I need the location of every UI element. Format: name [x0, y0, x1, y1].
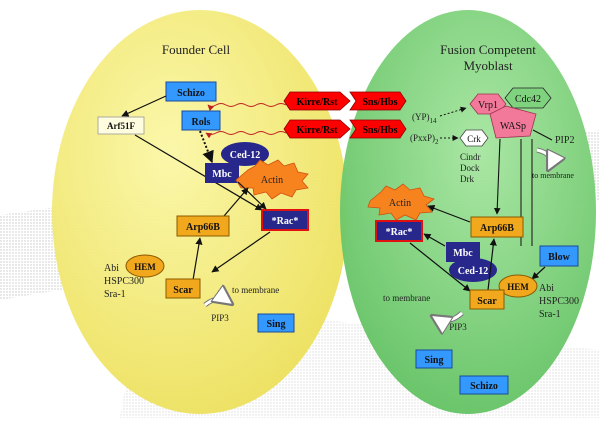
fcm-rac-label: *Rac*: [386, 227, 413, 238]
founder-schizo-label: Schizo: [177, 88, 205, 99]
founder-hem-label: HEM: [134, 262, 156, 272]
vrp1-hexagon: [469, 93, 507, 115]
kirre-rst-bottom-arrow: [283, 119, 351, 139]
fcm-arp66b-box: [470, 216, 524, 238]
fcm-title-line1: Fusion Competent: [440, 42, 536, 57]
fcm-ced12-label: Ced-12: [458, 266, 489, 277]
dock-label: Dock: [460, 163, 480, 173]
founder-schizo-box: [165, 81, 217, 102]
cindr-label: Cindr: [460, 152, 481, 162]
fcm-membrane-curve-arrow-bottom-inner: [432, 311, 464, 320]
arrow-scar-arp-founder: [191, 237, 203, 287]
fusion-competent-myoblast: [340, 10, 596, 414]
arrow-scar-arp-fcm: [487, 238, 497, 291]
founder-ced12-oval: [221, 142, 269, 166]
arrow-arp-actin-founder: [223, 187, 249, 217]
fcm-ced12-oval: [449, 258, 497, 282]
fcm-arp66b-label: Arp66B: [480, 223, 514, 234]
wave-line-top: [207, 103, 287, 111]
crk-hexagon: [459, 129, 489, 147]
drk-label: Drk: [460, 174, 474, 184]
arrow-rols-mbc: [199, 130, 214, 164]
fcm-pip2-label: PIP2: [555, 135, 574, 146]
founder-mbc-box: [205, 163, 239, 183]
founder-hspc300-label: HSPC300: [104, 276, 144, 287]
arrow-rac-scar-founder: [211, 231, 271, 273]
founder-cell-title: Founder Cell: [162, 42, 231, 57]
founder-membrane-curve-arrow-inner: [204, 299, 232, 305]
kirre-rst-top-arrow: [283, 91, 351, 111]
fcm-schizo-box: [459, 375, 509, 395]
founder-hem-oval: [125, 254, 165, 278]
founder-to-membrane-label: to membrane: [232, 285, 279, 295]
founder-rac-label: *Rac*: [272, 216, 299, 227]
fcm-hem-oval: [498, 274, 538, 298]
wasp-label: WASp: [500, 121, 526, 132]
arrow-schizo-arf51f: [121, 95, 167, 117]
founder-sing-box: [257, 313, 295, 333]
founder-scar-box: [165, 278, 201, 299]
fcm-actin-label: Actin: [389, 198, 411, 209]
founder-arp66b-box: [176, 215, 230, 237]
blow-label: Blow: [548, 252, 570, 263]
fcm-to-membrane-label: to membrane: [383, 293, 430, 303]
founder-actin-burst: [235, 159, 309, 200]
fcm-title-line2: Myoblast: [463, 58, 513, 73]
arrow-mbc-rac-fcm: [423, 233, 446, 247]
arrow-arp-actin-fcm: [427, 204, 471, 223]
inhibit-pip2-wasp: [532, 129, 553, 141]
arrow-yp-vrp1: [439, 106, 467, 117]
fcm-sra1-label: Sra-1: [539, 309, 561, 320]
arf51f-box: [97, 116, 145, 135]
founder-arp66b-label: Arp66B: [186, 222, 220, 233]
founder-rols-label: Rols: [192, 117, 211, 128]
founder-actin-label: Actin: [261, 175, 283, 186]
line-wasp-arp: [493, 138, 501, 215]
founder-sra1-label: Sra-1: [104, 289, 126, 300]
fcm-sing-box: [415, 349, 453, 369]
wasp-pentagon: [489, 105, 537, 139]
founder-rols-box: [181, 110, 221, 131]
fcm-scar-box: [469, 289, 505, 310]
arrow-rac-scar-fcm: [409, 242, 471, 292]
fcm-scar-label: Scar: [477, 296, 497, 307]
fcm-schizo-label: Schizo: [470, 381, 498, 392]
fcm-abi-label: Abi: [539, 283, 554, 294]
yp-label: (YP)14: [412, 112, 437, 125]
arrow-blow-hem: [531, 266, 546, 280]
fcm-mbc-box: [446, 242, 480, 262]
founder-mbc-label: Mbc: [212, 169, 232, 180]
vrp1-label: Vrp1: [478, 100, 498, 111]
fcm-rac-box: [375, 220, 423, 242]
sns-hbs-top-label: Sns/Hbs: [362, 97, 397, 108]
sns-hbs-top-arrow: [349, 91, 407, 111]
fcm-hspc300-label: HSPC300: [539, 296, 579, 307]
fcm-pip3-label: PIP3: [449, 322, 467, 332]
founder-rac-box: [261, 209, 309, 231]
fcm-mbc-label: Mbc: [453, 248, 473, 259]
founder-scar-label: Scar: [173, 285, 193, 296]
sns-hbs-bottom-arrow: [349, 119, 407, 139]
founder-sing-label: Sing: [267, 319, 286, 330]
arf51f-label: Arf51F: [107, 121, 135, 131]
fcm-sing-label: Sing: [425, 355, 444, 366]
blow-box: [539, 245, 579, 267]
founder-pip3-label: PIP3: [211, 313, 229, 323]
founder-ced12-label: Ced-12: [230, 150, 261, 161]
arrow-arf51f-rac: [134, 134, 263, 211]
fcm-hem-label: HEM: [507, 282, 529, 292]
crk-label: Crk: [467, 134, 481, 144]
cdc42-label: Cdc42: [515, 94, 541, 105]
sns-hbs-bottom-label: Sns/Hbs: [362, 125, 397, 136]
fcm-membrane-curve-arrow-top-inner: [536, 150, 550, 170]
kirre-rst-top-label: Kirre/Rst: [297, 97, 339, 108]
pxxp-label: (PxxP)2: [410, 133, 439, 146]
fcm-to-membrane-top-label: to membrane: [532, 171, 574, 180]
founder-abi-label: Abi: [104, 263, 119, 274]
wave-line-bottom: [205, 131, 287, 139]
arrow-mbc-rac-founder: [237, 181, 267, 210]
kirre-rst-bottom-label: Kirre/Rst: [297, 125, 339, 136]
